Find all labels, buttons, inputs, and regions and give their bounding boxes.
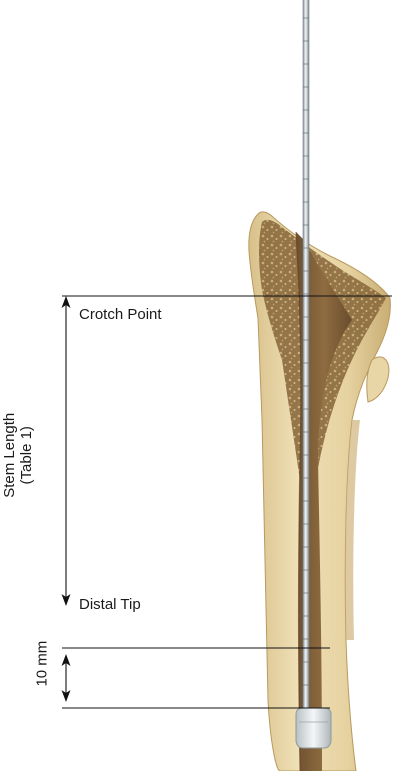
distal-cap <box>296 708 331 748</box>
offset-label: 10 mm <box>33 634 50 694</box>
crotch-point-label: Crotch Point <box>79 307 162 322</box>
stem-length-label-line2: (Table 1) <box>18 395 35 515</box>
stem-length-label-line1: Stem Length <box>1 395 18 515</box>
stem-length-label: Stem Length (Table 1) <box>1 395 36 515</box>
distal-tip-label: Distal Tip <box>79 597 141 612</box>
guide-rod <box>303 0 309 712</box>
